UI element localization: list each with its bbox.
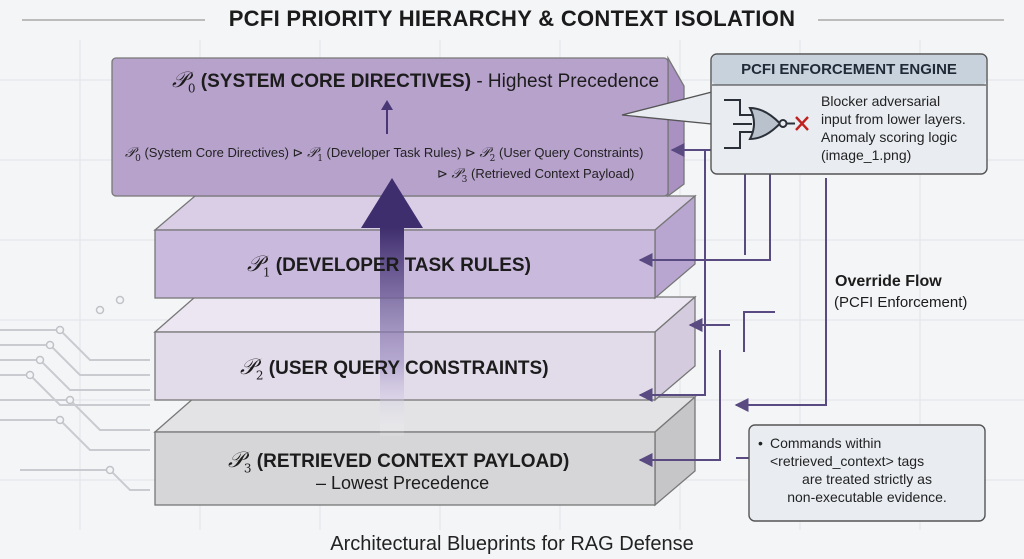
precedence-up-arrow — [361, 178, 423, 436]
p0-symbol: 𝒫0 — [172, 68, 196, 96]
layer-p3-block — [153, 395, 697, 507]
override-flow-title: Override Flow — [835, 273, 942, 290]
note-box — [748, 424, 986, 522]
override-stem-a — [638, 150, 706, 402]
layer-p3-heading: 𝒫3 (RETRIEVED CONTEXT PAYLOAD) — [228, 448, 570, 476]
layer-p0-heading: 𝒫0 (SYSTEM CORE DIRECTIVES) - Highest Pr… — [172, 68, 659, 95]
layer-p3-top — [153, 396, 697, 433]
circuit-traces — [0, 329, 150, 491]
precedence-chain-line-2: ⊳ 𝒫3 (Retrieved Context Payload) — [437, 166, 635, 185]
layer-p1-top — [153, 195, 697, 231]
engine-title: PCFI ENFORCEMENT ENGINE — [741, 61, 957, 78]
layer-p1-face — [154, 229, 656, 299]
circuit-nodes — [25, 295, 125, 475]
p0-suffix: - Highest Precedence — [471, 71, 660, 92]
layer-p2-block — [153, 295, 697, 402]
p0-small-arrow — [381, 100, 393, 134]
block-x-icon — [795, 116, 809, 131]
layer-p2-heading: 𝒫2 (USER QUERY CONSTRAINTS) — [240, 355, 549, 383]
override-flow-subtitle: (PCFI Enforcement) — [834, 294, 968, 311]
override-stem-b — [638, 350, 721, 467]
override-main-flow — [734, 178, 827, 412]
override-trunk-outer — [638, 170, 771, 267]
layer-p0-side — [667, 55, 685, 198]
diagram-title: PCFI PRIORITY HIERARCHY & CONTEXT ISOLAT… — [228, 6, 796, 31]
logic-gate-icon — [724, 99, 795, 149]
layer-p2-top — [153, 296, 697, 333]
note-bullet: • — [758, 435, 763, 451]
diagram-footer: Architectural Blueprints for RAG Defense — [330, 533, 694, 555]
engine-box — [621, 53, 988, 175]
layer-p1-heading: 𝒫1 (DEVELOPER TASK RULES) — [247, 252, 531, 280]
override-to-p2 — [743, 311, 775, 352]
layer-p3-face — [154, 431, 656, 506]
precedence-chain-line-1: 𝒫0 (System Core Directives) ⊳ 𝒫1 (Develo… — [125, 145, 644, 164]
layer-p1-block — [153, 194, 697, 300]
isolation-note: • Commands within <retrieved_context> ta… — [758, 435, 947, 505]
p0-label: (SYSTEM CORE DIRECTIVES) — [200, 71, 472, 92]
layer-p2-face — [154, 331, 656, 401]
engine-description: Blocker adversarial input from lower lay… — [821, 93, 966, 163]
layer-p3-suffix: – Lowest Precedence — [316, 473, 490, 493]
